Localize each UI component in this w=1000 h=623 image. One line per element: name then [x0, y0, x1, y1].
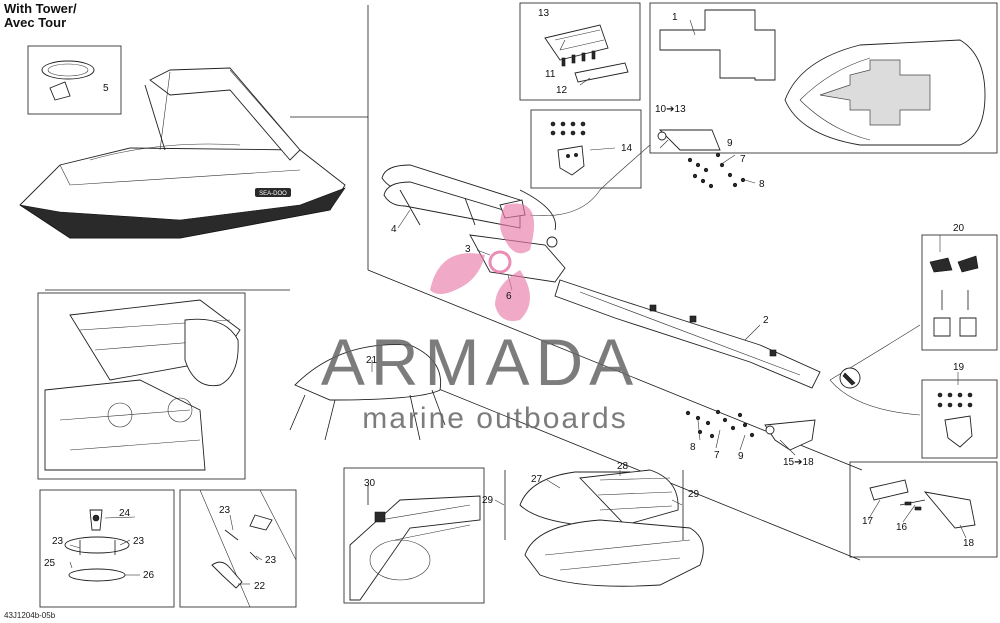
tower-detail-frame: [37, 292, 246, 480]
header-line-french: Avec Tour: [4, 15, 67, 30]
watermark-brand: ARMADA: [321, 325, 639, 399]
callout-7-lower: 7: [714, 450, 720, 461]
callout-4: 4: [391, 224, 397, 235]
callout-23-lower: 23: [265, 555, 277, 566]
callout-11: 11: [545, 69, 556, 80]
watermark: ARMADA marine outboards: [321, 203, 639, 435]
callout-24: 24: [119, 508, 131, 519]
callout-29-left: 29: [482, 495, 494, 506]
callout-20: 20: [953, 223, 965, 234]
callout-22: 22: [254, 581, 266, 592]
callout-27: 27: [531, 474, 543, 485]
part-11-13-frame: [519, 2, 641, 101]
callout-6: 6: [506, 291, 512, 302]
callout-14: 14: [621, 143, 633, 154]
callout-10-to-13: 10➔13: [655, 104, 686, 115]
callout-23-upper: 23: [219, 505, 231, 516]
callout-9-upper: 9: [727, 138, 733, 149]
part-20-frame: [921, 234, 998, 351]
callout-labels: 1 2 3 4 5 6 7 7 8 8 9 9 10➔13 11 12 13 1…: [44, 8, 975, 592]
callout-2: 2: [763, 315, 769, 326]
callout-25: 25: [44, 558, 56, 569]
callout-23-right: 23: [133, 536, 145, 547]
callout-30: 30: [364, 478, 376, 489]
callout-1: 1: [672, 12, 678, 23]
callout-8-upper: 8: [759, 179, 765, 190]
bimini-top: [289, 344, 446, 441]
callout-28: 28: [617, 461, 629, 472]
tower-assembly: [381, 164, 821, 389]
part-19-frame: [921, 379, 998, 459]
callout-16: 16: [896, 522, 908, 533]
diagram-code: 43J1204b-05b: [4, 611, 56, 620]
part-24-26-frame: [39, 489, 175, 608]
propeller-logo: [430, 203, 535, 321]
callout-7-upper: 7: [740, 154, 746, 165]
callout-5: 5: [103, 83, 109, 94]
header-line-english: With Tower/: [4, 1, 77, 16]
callout-29-right: 29: [688, 489, 700, 500]
callout-9-lower: 9: [738, 451, 744, 462]
diagram-header: With Tower/ Avec Tour: [4, 2, 77, 30]
part-14-frame: [530, 109, 642, 189]
callout-21: 21: [366, 355, 378, 366]
part-1-frame: [649, 2, 998, 154]
lower-bracket-assembly: [685, 409, 816, 451]
part-30-frame: [343, 467, 485, 604]
part-16-18-frame: [849, 461, 998, 558]
leader-lines: [69, 19, 967, 585]
part-5-frame: [27, 45, 122, 115]
part-22-23-frame: [179, 489, 297, 608]
callout-17: 17: [862, 516, 874, 527]
callout-19: 19: [953, 362, 965, 373]
boat-with-tower: SEA-DOO: [19, 67, 346, 239]
callout-15-to-18: 15➔18: [783, 457, 814, 468]
callout-13: 13: [538, 8, 550, 19]
boat-cover-assembly: [504, 469, 704, 587]
callout-3: 3: [465, 244, 471, 255]
callout-18: 18: [963, 538, 975, 549]
callout-26: 26: [143, 570, 155, 581]
watermark-tagline: marine outboards: [362, 402, 627, 435]
upper-bracket-assembly: [657, 129, 746, 189]
hull-badge: SEA-DOO: [259, 191, 287, 197]
callout-12: 12: [556, 85, 568, 96]
callout-23-left: 23: [52, 536, 64, 547]
callout-8-lower: 8: [690, 442, 696, 453]
